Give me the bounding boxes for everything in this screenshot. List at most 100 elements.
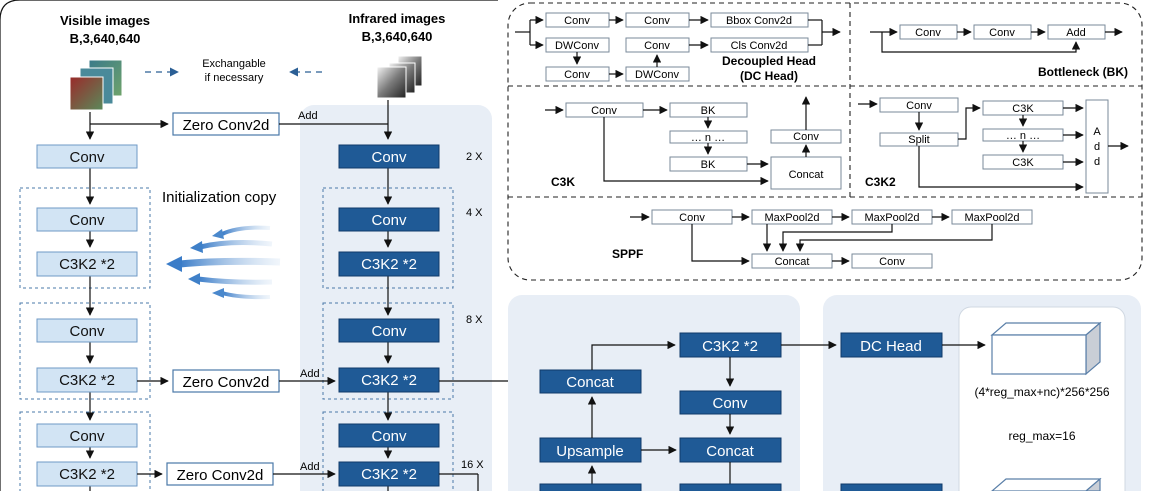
add-label-1: Add (300, 368, 320, 380)
svg-text:d: d (1094, 156, 1100, 168)
svg-text:Split: Split (908, 134, 929, 146)
output-tensor-icon (990, 321, 1102, 376)
exchange-label-line1: Exchangable (202, 58, 266, 70)
neck-c3k2-0 (679, 332, 782, 358)
svg-text:Upsample: Upsample (556, 443, 624, 460)
scale-2x: 2 X (466, 151, 483, 163)
visible-stage-group-1 (19, 187, 151, 289)
svg-text:Concat: Concat (775, 256, 810, 268)
infrared-conv-0 (338, 144, 440, 169)
svg-text:BK: BK (701, 159, 716, 171)
svg-text:C3K2 *2: C3K2 *2 (59, 466, 115, 483)
svg-text:C3K2 *2: C3K2 *2 (59, 372, 115, 389)
svg-text:Conv: Conv (989, 27, 1015, 39)
visible-conv-1 (36, 207, 138, 232)
svg-text:DWConv: DWConv (635, 69, 680, 81)
visible-image-stack-icon (69, 59, 123, 111)
svg-text:Conv: Conv (591, 105, 617, 117)
dc-head-module: Conv Conv Bbox Conv2d DWConv Conv DWConv… (515, 12, 841, 83)
svg-text:Concat: Concat (706, 443, 754, 460)
head-dc-head-0 (840, 332, 943, 358)
svg-text:Conv: Conv (371, 149, 407, 166)
svg-text:Conv: Conv (371, 428, 407, 445)
svg-text:(DC Head): (DC Head) (740, 69, 798, 83)
svg-text:Add: Add (1066, 27, 1086, 39)
svg-text:MaxPool2d: MaxPool2d (764, 212, 819, 224)
visible-conv-2 (36, 318, 138, 343)
infrared-c3k2-2 (338, 367, 440, 393)
svg-text:Conv: Conv (371, 212, 407, 229)
svg-text:Conv: Conv (915, 27, 941, 39)
svg-text:Conv: Conv (69, 323, 105, 340)
svg-text:BK: BK (701, 105, 716, 117)
svg-text:Zero Conv2d: Zero Conv2d (183, 117, 270, 134)
infrared-c3k2-3 (338, 461, 440, 487)
scale-16x: 16 X (461, 459, 484, 471)
initialization-copy-label: Initialization copy (162, 189, 277, 206)
infrared-conv-1 (338, 207, 440, 232)
svg-text:d: d (1094, 141, 1100, 153)
svg-text:C3K2 *2: C3K2 *2 (59, 256, 115, 273)
visible-conv-0 (36, 144, 138, 169)
scale-4x: 4 X (466, 207, 483, 219)
infrared-image-stack-icon (376, 55, 423, 99)
svg-text:DC Head: DC Head (860, 338, 922, 355)
add-label-2: Add (300, 461, 320, 473)
visible-images-shape: B,3,640,640 (70, 31, 141, 46)
svg-text:Concat: Concat (566, 374, 614, 391)
svg-text:SPPF: SPPF (612, 247, 643, 261)
svg-text:MaxPool2d: MaxPool2d (864, 212, 919, 224)
svg-text:A: A (1093, 126, 1101, 138)
svg-text:C3K: C3K (1012, 157, 1034, 169)
neck-c3k2-2 (679, 483, 782, 491)
c3k-module: Conv BK … n … BK Concat Conv C3K (545, 96, 842, 190)
svg-text:Conv: Conv (712, 395, 748, 412)
svg-text:Zero Conv2d: Zero Conv2d (183, 374, 270, 391)
svg-text:Cls Conv2d: Cls Conv2d (731, 40, 788, 52)
infrared-conv-2 (338, 318, 440, 343)
output-tensor-icon-2 (991, 477, 1102, 491)
svg-text:MaxPool2d: MaxPool2d (964, 212, 1019, 224)
svg-text:C3K: C3K (551, 175, 575, 189)
reg-max-label: reg_max=16 (1008, 429, 1075, 443)
infrared-c3k2-1 (338, 251, 440, 277)
neck-upsample (539, 437, 642, 463)
svg-text:Conv: Conv (906, 100, 932, 112)
infrared-conv-3 (338, 423, 440, 448)
visible-c3k2-3 (36, 461, 138, 487)
svg-text:Conv: Conv (69, 428, 105, 445)
neck-c3k2-1 (539, 483, 642, 491)
svg-text:Zero Conv2d: Zero Conv2d (177, 467, 264, 484)
svg-text:… n …: … n … (691, 132, 725, 144)
bottleneck-module: Conv Conv Add Bottleneck (BK) (870, 24, 1128, 79)
module-definitions-panel (507, 2, 1143, 281)
svg-text:Conv: Conv (644, 40, 670, 52)
svg-text:Decoupled Head: Decoupled Head (722, 54, 816, 68)
svg-text:Concat: Concat (789, 169, 824, 181)
add-label-0: Add (298, 110, 318, 122)
sppf-module: Conv MaxPool2d MaxPool2d MaxPool2d Conca… (612, 209, 1033, 269)
svg-text:Conv: Conv (644, 15, 670, 27)
svg-text:Conv: Conv (69, 149, 105, 166)
svg-text:Conv: Conv (371, 323, 407, 340)
svg-text:Conv: Conv (679, 212, 705, 224)
visible-images-title: Visible images (60, 13, 150, 28)
scale-8x: 8 X (466, 314, 483, 326)
visible-c3k2-1 (36, 251, 138, 277)
svg-text:Bbox Conv2d: Bbox Conv2d (726, 15, 792, 27)
svg-text:Conv: Conv (564, 69, 590, 81)
infrared-images-shape: B,3,640,640 (362, 29, 433, 44)
initialization-copy-arrows-icon (166, 225, 281, 300)
svg-text:C3K2 *2: C3K2 *2 (361, 372, 417, 389)
svg-text:Conv: Conv (69, 212, 105, 229)
svg-text:Conv: Conv (793, 131, 819, 143)
infrared-images-title: Infrared images (349, 11, 446, 26)
output-shape-label: (4*reg_max+nc)*256*256 (974, 385, 1109, 399)
visible-stage-group-3 (19, 411, 151, 491)
head-dc-head-1 (840, 483, 943, 491)
svg-text:C3K2: C3K2 (865, 175, 896, 189)
infrared-stage-group-3 (322, 411, 454, 491)
svg-text:Bottleneck (BK): Bottleneck (BK) (1038, 65, 1128, 79)
svg-text:C3K: C3K (1012, 103, 1034, 115)
